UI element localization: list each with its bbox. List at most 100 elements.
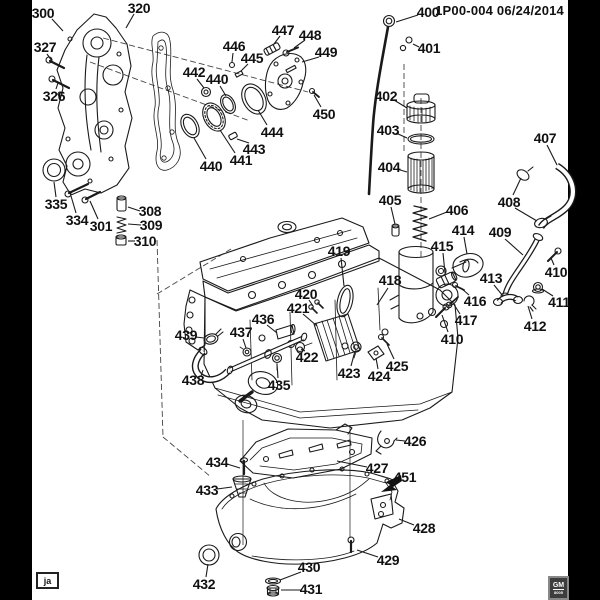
leader-line-439 — [195, 336, 205, 339]
part-445-key — [234, 70, 244, 78]
callout-327: 327 — [34, 39, 57, 55]
drawing-sheet — [32, 0, 568, 600]
callout-438: 438 — [182, 372, 205, 388]
engine-block-assembly — [183, 217, 470, 429]
part-440-seal — [180, 113, 200, 139]
leader-line-422 — [300, 348, 306, 352]
callout-430: 430 — [298, 559, 321, 575]
leader-line-403 — [395, 132, 408, 139]
leader-line-327 — [46, 53, 53, 62]
oil-filter-group — [389, 93, 447, 324]
dipstick-400 — [367, 14, 413, 196]
part-436-outlet — [275, 323, 296, 340]
leader-line-408 — [514, 207, 538, 222]
callout-449: 449 — [315, 44, 338, 60]
callout-326: 326 — [43, 88, 66, 104]
part-431-drain-plug — [266, 584, 280, 597]
hose-pipe-group — [435, 162, 577, 318]
leader-line-308 — [127, 206, 141, 212]
leader-line-449 — [301, 56, 320, 63]
callout-421: 421 — [287, 300, 310, 316]
leader-line-419 — [340, 257, 345, 287]
part-424-bracket — [367, 345, 385, 361]
callout-410: 410 — [441, 331, 464, 347]
part-411-nut — [531, 281, 545, 294]
part-326-bolt — [48, 75, 71, 90]
part-401-seal — [405, 36, 413, 44]
document-date: 06/24/2014 — [496, 3, 564, 18]
callout-435: 435 — [268, 377, 291, 393]
leader-line-309 — [127, 223, 142, 226]
callout-414: 414 — [452, 222, 475, 238]
leader-line-400 — [395, 14, 419, 23]
callout-309: 309 — [140, 217, 163, 233]
gm-logo-sub: 8005 — [554, 589, 563, 595]
leader-line-412 — [527, 305, 533, 320]
callout-409: 409 — [489, 224, 512, 240]
callout-419: 419 — [328, 243, 351, 259]
callout-447: 447 — [272, 22, 295, 38]
part-404-filter-element — [407, 151, 435, 194]
callout-417: 417 — [455, 312, 478, 328]
part-301-bolt — [81, 190, 102, 204]
leader-line-406 — [428, 211, 448, 220]
part-408-clamps — [516, 166, 552, 229]
callout-442: 442 — [183, 64, 206, 80]
sheet-tag-box: ja — [36, 572, 59, 589]
bottom-small-parts — [198, 430, 402, 597]
leader-line-437 — [242, 338, 247, 349]
leader-line-421 — [302, 313, 318, 327]
part-414-shield — [452, 252, 484, 278]
part-440-oring — [220, 94, 236, 114]
callout-310: 310 — [134, 233, 157, 249]
part-447-roll-pin — [263, 42, 281, 56]
leader-line-425 — [386, 343, 395, 360]
part-419-gasket — [336, 284, 354, 318]
leader-line-401 — [412, 43, 420, 48]
part-437-fitting — [239, 346, 252, 357]
part-403-oring — [407, 133, 435, 145]
leader-line-438 — [200, 369, 204, 377]
leader-line-334 — [70, 195, 77, 214]
callout-444: 444 — [261, 124, 284, 140]
leader-line-436 — [266, 324, 278, 334]
part-446-pin — [228, 61, 236, 69]
callout-404: 404 — [378, 159, 401, 175]
leader-line-433 — [216, 486, 233, 490]
callout-406: 406 — [446, 202, 469, 218]
part-423-fitting — [350, 341, 362, 359]
callout-402: 402 — [375, 88, 398, 104]
leader-line-326 — [55, 82, 59, 90]
callout-413: 413 — [480, 270, 503, 286]
leader-line-440 — [193, 137, 207, 160]
callout-437: 437 — [230, 324, 253, 340]
callout-405: 405 — [379, 192, 402, 208]
leader-line-429 — [356, 549, 379, 558]
water-pipe-group — [191, 332, 308, 384]
callout-433: 433 — [196, 482, 219, 498]
gm-logo: GM 8005 — [548, 576, 569, 600]
leader-line-408 — [512, 177, 522, 196]
leader-line-435 — [276, 363, 279, 379]
phantom-lines — [89, 37, 422, 545]
part-406-spring — [412, 205, 428, 242]
leader-line-424 — [375, 357, 379, 370]
leader-line-402 — [393, 99, 408, 109]
callout-434: 434 — [206, 454, 229, 470]
leader-line-404 — [396, 168, 408, 173]
valve-cover — [199, 217, 370, 292]
callout-408: 408 — [498, 194, 521, 210]
callout-334: 334 — [66, 212, 89, 228]
part-410-bolt — [547, 247, 562, 262]
part-430-gasket — [264, 577, 282, 585]
part-449-housing — [264, 52, 307, 110]
leader-line-441 — [219, 129, 236, 154]
part-429-bolt — [347, 536, 355, 554]
leader-line-430 — [279, 571, 302, 581]
leader-line-445 — [240, 63, 249, 72]
callout-427: 427 — [366, 460, 389, 476]
callout-436: 436 — [252, 311, 275, 327]
leader-line-448 — [293, 39, 306, 49]
callout-424: 424 — [368, 368, 391, 384]
